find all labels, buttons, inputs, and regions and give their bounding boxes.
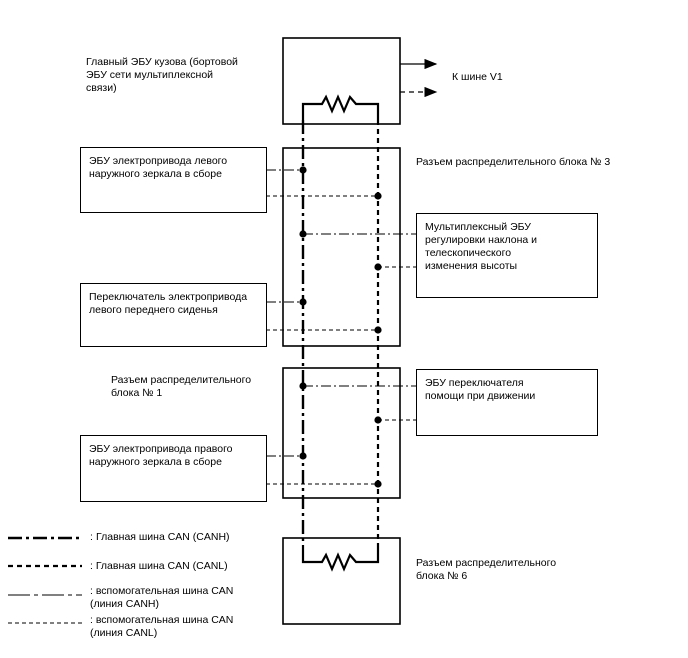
dot: [299, 382, 307, 390]
dot: [374, 192, 382, 200]
junction6-label: Разъем распределительного блока № 6: [416, 557, 557, 582]
main-ecu-box: [282, 37, 401, 125]
ecu-right-mirror-label: ЭБУ электропривода правого наружного зер…: [89, 443, 233, 468]
ecu-left-mirror: ЭБУ электропривода левого наружного зерк…: [80, 147, 267, 213]
ecu-tilt-tele-label: Мультиплексный ЭБУ регулировки наклона и…: [425, 221, 538, 272]
resistor-top: [301, 94, 380, 120]
ecu-left-mirror-label: ЭБУ электропривода левого наружного зерк…: [89, 155, 228, 180]
dot: [374, 263, 382, 271]
ecu-right-mirror: ЭБУ электропривода правого наружного зер…: [80, 435, 267, 502]
dot: [299, 452, 307, 460]
junction6-box: [282, 537, 401, 625]
junction3-box: [282, 147, 401, 347]
bus-v1-label: К шине V1: [452, 71, 503, 83]
dot: [299, 230, 307, 238]
legend-sub-canl: : вспомогательная шина CAN (линия CANL): [90, 614, 234, 639]
junction-dots: [299, 166, 382, 488]
legend-main-canl: : Главная шина CAN (CANL): [90, 560, 228, 572]
legend-main-canh-colon: :: [90, 531, 93, 543]
junction3-label: Разъем распределительного блока № 3: [416, 156, 611, 168]
main-ecu-label: Главный ЭБУ кузова (бортовой ЭБУ сети му…: [86, 56, 238, 94]
resistor-bottom: [301, 545, 380, 572]
ecu-tilt-tele: Мультиплексный ЭБУ регулировки наклона и…: [416, 213, 598, 298]
ecu-drive-assist: ЭБУ переключателя помощи при движении: [416, 369, 598, 436]
ecu-left-seat-label: Переключатель электропривода левого пере…: [89, 291, 248, 316]
ecu-drive-assist-label: ЭБУ переключателя помощи при движении: [425, 377, 536, 402]
ecu-left-seat: Переключатель электропривода левого пере…: [80, 283, 267, 347]
legend-sub-canh: : вспомогательная шина CAN (линия CANH): [90, 585, 234, 610]
dot: [374, 326, 382, 334]
dot: [299, 166, 307, 174]
dot: [299, 298, 307, 306]
legend-main-canh: Главная шина CAN (CANH): [96, 531, 230, 543]
junction1-label: Разъем распределительного блока № 1: [111, 374, 252, 399]
dot: [374, 416, 382, 424]
dot: [374, 480, 382, 488]
